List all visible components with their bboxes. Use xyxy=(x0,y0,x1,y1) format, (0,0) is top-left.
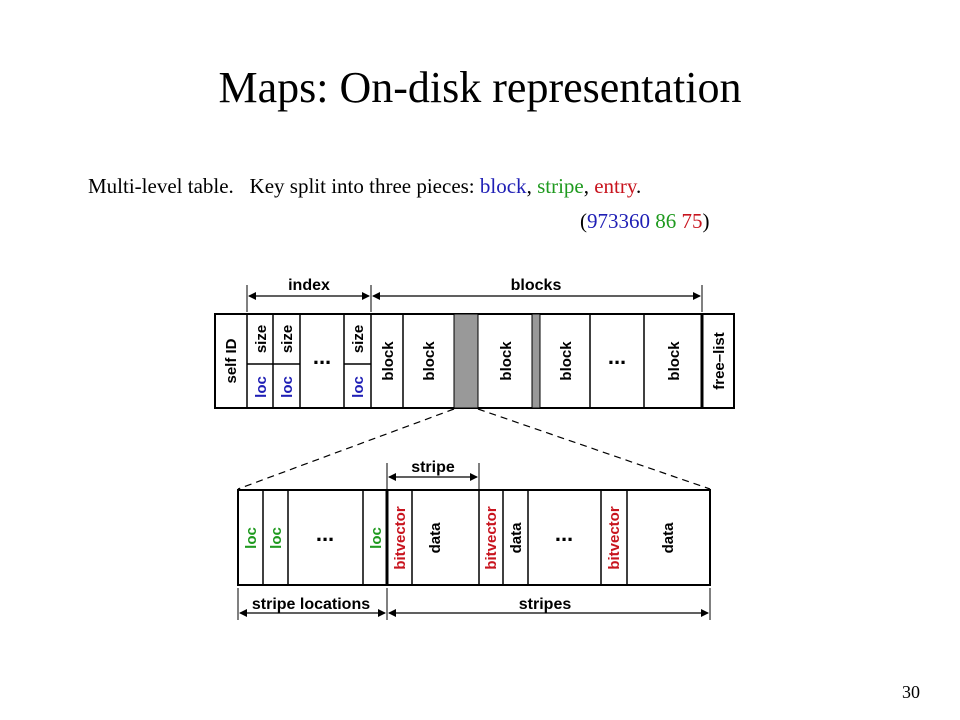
ellipsis: ... xyxy=(608,344,626,369)
size-cell: size xyxy=(279,325,296,353)
zoom-line xyxy=(477,408,711,490)
loc-cell: loc xyxy=(253,376,270,398)
zoom-line xyxy=(237,408,455,490)
loc-cell: loc xyxy=(368,527,385,549)
separator: , xyxy=(526,174,538,198)
stripes-label: stripes xyxy=(519,596,572,613)
gray-gap-block xyxy=(531,313,541,409)
data-cell: data xyxy=(508,522,525,554)
example-block: 973360 xyxy=(587,209,650,233)
bitvector-cell: bitvector xyxy=(392,506,409,570)
bottom-table xyxy=(237,463,711,620)
index-label: index xyxy=(288,277,330,294)
description-line: Multi-level table. Key split into three … xyxy=(88,174,641,199)
ellipsis: ... xyxy=(555,521,573,546)
block-cell: block xyxy=(421,341,438,381)
block-cell: block xyxy=(380,341,397,381)
size-cell: size xyxy=(253,325,270,353)
blocks-label: blocks xyxy=(511,277,562,294)
bitvector-cell: bitvector xyxy=(483,506,500,570)
ellipsis: ... xyxy=(316,521,334,546)
self-id-cell: self ID xyxy=(223,338,240,383)
gray-gap-block xyxy=(453,313,479,409)
separator: , xyxy=(583,174,595,198)
data-cell: data xyxy=(427,522,444,554)
stripe-locations-label: stripe locations xyxy=(252,596,370,613)
data-cell: data xyxy=(660,522,677,554)
description-prefix: Multi-level table. Key split into three … xyxy=(88,174,480,198)
bitvector-cell: bitvector xyxy=(606,506,623,570)
example-key: (973360 86 75) xyxy=(580,209,710,234)
example-open-paren: ( xyxy=(580,209,587,233)
piece-stripe: stripe xyxy=(537,174,584,198)
top-table xyxy=(214,285,735,409)
size-cell: size xyxy=(350,325,367,353)
bottom-table-frame xyxy=(237,489,711,586)
ellipsis: ... xyxy=(313,344,331,369)
slide-title: Maps: On-disk representation xyxy=(218,63,742,112)
loc-cell: loc xyxy=(279,376,296,398)
free-list-cell: free–list xyxy=(711,332,728,390)
stripe-label: stripe xyxy=(411,459,455,476)
block-cell: block xyxy=(558,341,575,381)
example-stripe: 86 xyxy=(655,209,677,233)
piece-block: block xyxy=(479,174,527,198)
period: . xyxy=(636,174,642,198)
loc-cell: loc xyxy=(243,527,260,549)
block-cell: block xyxy=(498,341,515,381)
example-close-paren: ) xyxy=(702,209,710,233)
example-entry: 75 xyxy=(681,209,703,233)
loc-cell: loc xyxy=(350,376,367,398)
loc-cell: loc xyxy=(268,527,285,549)
piece-entry: entry xyxy=(594,174,637,198)
page-number: 30 xyxy=(902,682,920,702)
block-cell: block xyxy=(666,341,683,381)
